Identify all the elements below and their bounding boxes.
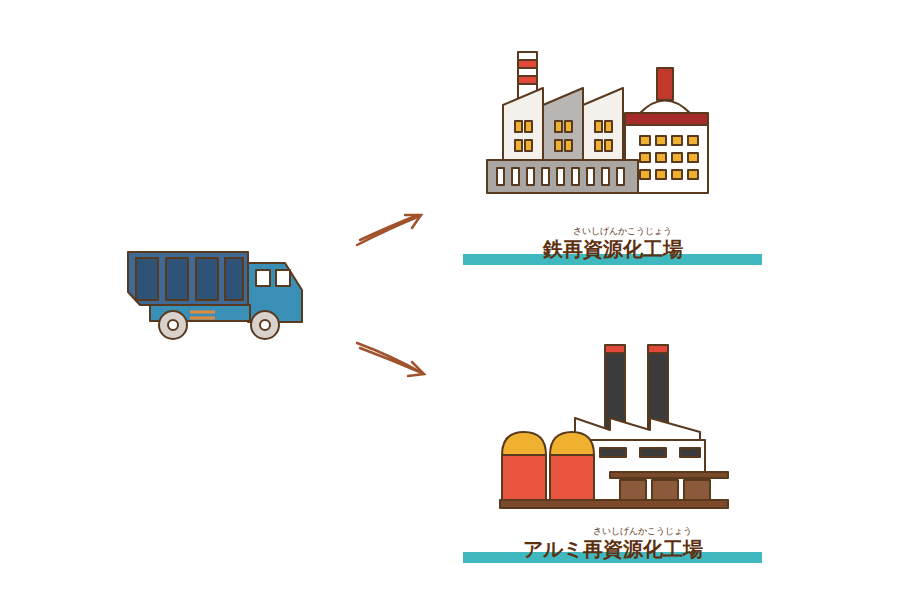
factory-name: アルミ再資源化工場 <box>523 537 703 561</box>
iron-factory <box>487 52 708 193</box>
truck <box>128 252 302 339</box>
aluminium-factory <box>500 345 728 508</box>
arrows <box>357 215 424 376</box>
factory-name: 鉄再資源化工場 <box>543 237 683 261</box>
furigana: さいしげんかこうじょう <box>593 526 692 537</box>
label-band: さいしげんかこうじょう鉄再資源化工場 <box>463 214 762 265</box>
furigana: さいしげんかこうじょう <box>573 226 672 237</box>
label-band: さいしげんかこうじょうアルミ再資源化工場 <box>463 512 762 563</box>
